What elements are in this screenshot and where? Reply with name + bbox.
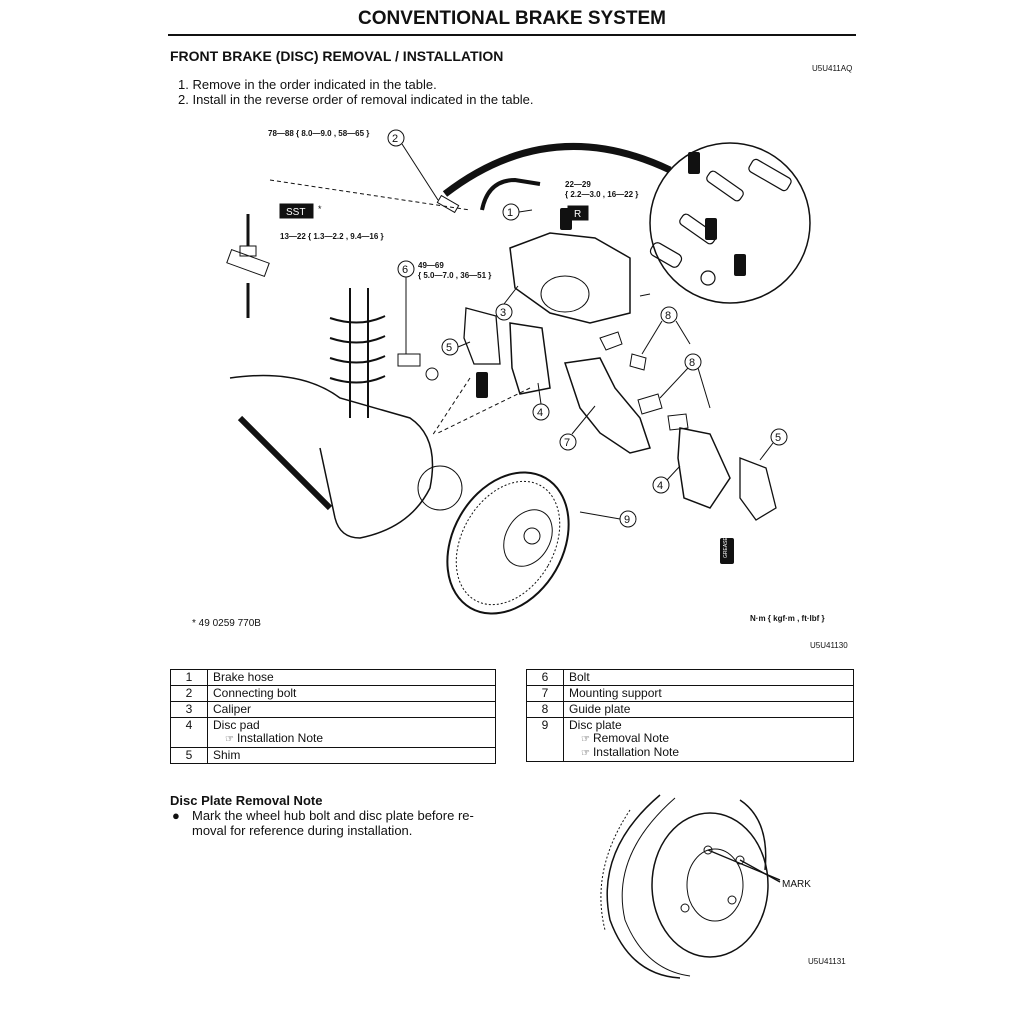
bullet-icon: ● xyxy=(172,808,180,823)
exploded-brake-diagram: 78—88 { 8.0—9.0 , 58—65 } 22—29 { 2.2—3.… xyxy=(192,129,848,650)
guide-plate-1 xyxy=(599,331,623,351)
torque-bleeder: 13—22 { 1.3—2.2 , 9.4—16 } xyxy=(280,232,384,241)
caliper xyxy=(509,232,631,324)
mark-figure-code: U5U41131 xyxy=(808,957,846,966)
svg-text:2: 2 xyxy=(392,133,398,145)
svg-text:5: 5 xyxy=(446,342,452,354)
shim-right xyxy=(739,457,777,521)
detail-arrow-arc xyxy=(442,143,672,197)
callout-5-right xyxy=(770,428,788,446)
svg-text:6: 6 xyxy=(402,264,408,276)
torque-units: N·m { kgf·m , ft·lbf } xyxy=(750,614,825,623)
sst-part-number: * 49 0259 770B xyxy=(192,618,261,629)
pointing-hand-icon: ☞ xyxy=(581,734,590,745)
callout-2 xyxy=(387,129,405,147)
bleeder-screw xyxy=(226,214,270,318)
brake-hose xyxy=(480,177,541,211)
pin-detail-circle xyxy=(649,142,811,304)
svg-text:4: 4 xyxy=(537,407,543,419)
torque-caliper-bolt: 22—29 xyxy=(565,180,591,189)
pad-left xyxy=(509,322,551,395)
svg-text:8: 8 xyxy=(665,310,671,322)
mount-bolt xyxy=(397,353,421,367)
step-2: 2. Install in the reverse order of remov… xyxy=(178,92,534,107)
page-title: CONVENTIONAL BRAKE SYSTEM xyxy=(358,8,666,29)
note-ref[interactable]: ☞Installation Note xyxy=(225,731,324,746)
svg-text:4: 4 xyxy=(657,480,663,492)
callout-4-right xyxy=(652,476,670,494)
wheel-hub xyxy=(417,465,463,511)
section-heading: FRONT BRAKE (DISC) REMOVAL / INSTALLATIO… xyxy=(170,48,504,64)
pad-right xyxy=(677,427,731,509)
section-code: U5U411AQ xyxy=(812,64,853,73)
torque-caliper-bolt-range: { 2.2—3.0 , 16—22 } xyxy=(565,190,638,199)
sst-badge xyxy=(279,203,314,219)
pointing-hand-icon: ☞ xyxy=(581,748,590,759)
torque-hose-bolt: 78—88 { 8.0—9.0 , 58—65 } xyxy=(268,129,369,138)
procedure-steps: 1. Remove in the order indicated in the … xyxy=(178,77,534,107)
grease-label: GREASE xyxy=(723,536,729,558)
removal-note-text: Mark the wheel hub bolt and disc plate b… xyxy=(192,808,474,838)
table-row: 4 Disc pad ☞Installation Note xyxy=(170,717,496,748)
table-row: 9 Disc plate ☞Removal Note ☞Installation… xyxy=(526,717,854,762)
note-ref[interactable]: ☞Removal Note xyxy=(581,731,669,746)
strut-spring xyxy=(329,288,386,418)
steering-knuckle xyxy=(229,374,434,539)
tie-rod xyxy=(237,415,333,511)
svg-text:7: 7 xyxy=(564,437,570,449)
grease-tubes xyxy=(476,152,746,564)
removal-note-body: ● Mark the wheel hub bolt and disc plate… xyxy=(170,808,500,838)
diagram-code: U5U41130 xyxy=(810,641,848,650)
svg-text:5: 5 xyxy=(775,432,781,444)
svg-text:1: 1 xyxy=(507,207,513,219)
guide-plate-2 xyxy=(629,353,647,371)
svg-text:3: 3 xyxy=(500,307,506,319)
mounting-support xyxy=(564,357,651,454)
torque-mount-bolt-range: { 5.0—7.0 , 36—51 } xyxy=(418,271,491,280)
guide-plate-3 xyxy=(637,393,663,415)
shim-left xyxy=(463,307,501,365)
step-1: 1. Remove in the order indicated in the … xyxy=(178,77,437,92)
note-ref[interactable]: ☞Installation Note xyxy=(581,745,680,760)
mark-label: MARK xyxy=(782,879,811,890)
sst-star: * xyxy=(318,204,322,214)
replace-label: R xyxy=(574,209,581,220)
removal-note-heading: Disc Plate Removal Note xyxy=(170,793,323,808)
callout-8-top xyxy=(660,306,678,324)
torque-mount-bolt: 49—69 xyxy=(418,261,444,270)
disc-plate xyxy=(446,471,570,615)
callout-8-right xyxy=(684,353,702,371)
disc-mark-illustration: MARK U5U41131 xyxy=(600,794,846,979)
pointing-hand-icon: ☞ xyxy=(225,734,234,745)
sst-label: SST xyxy=(286,207,305,218)
svg-text:8: 8 xyxy=(689,357,695,369)
connecting-bolt xyxy=(436,194,460,214)
guide-pins xyxy=(649,158,792,286)
callout-7 xyxy=(559,433,577,451)
guide-plate-4 xyxy=(667,413,689,431)
title-divider xyxy=(168,34,856,36)
svg-text:9: 9 xyxy=(624,514,630,526)
